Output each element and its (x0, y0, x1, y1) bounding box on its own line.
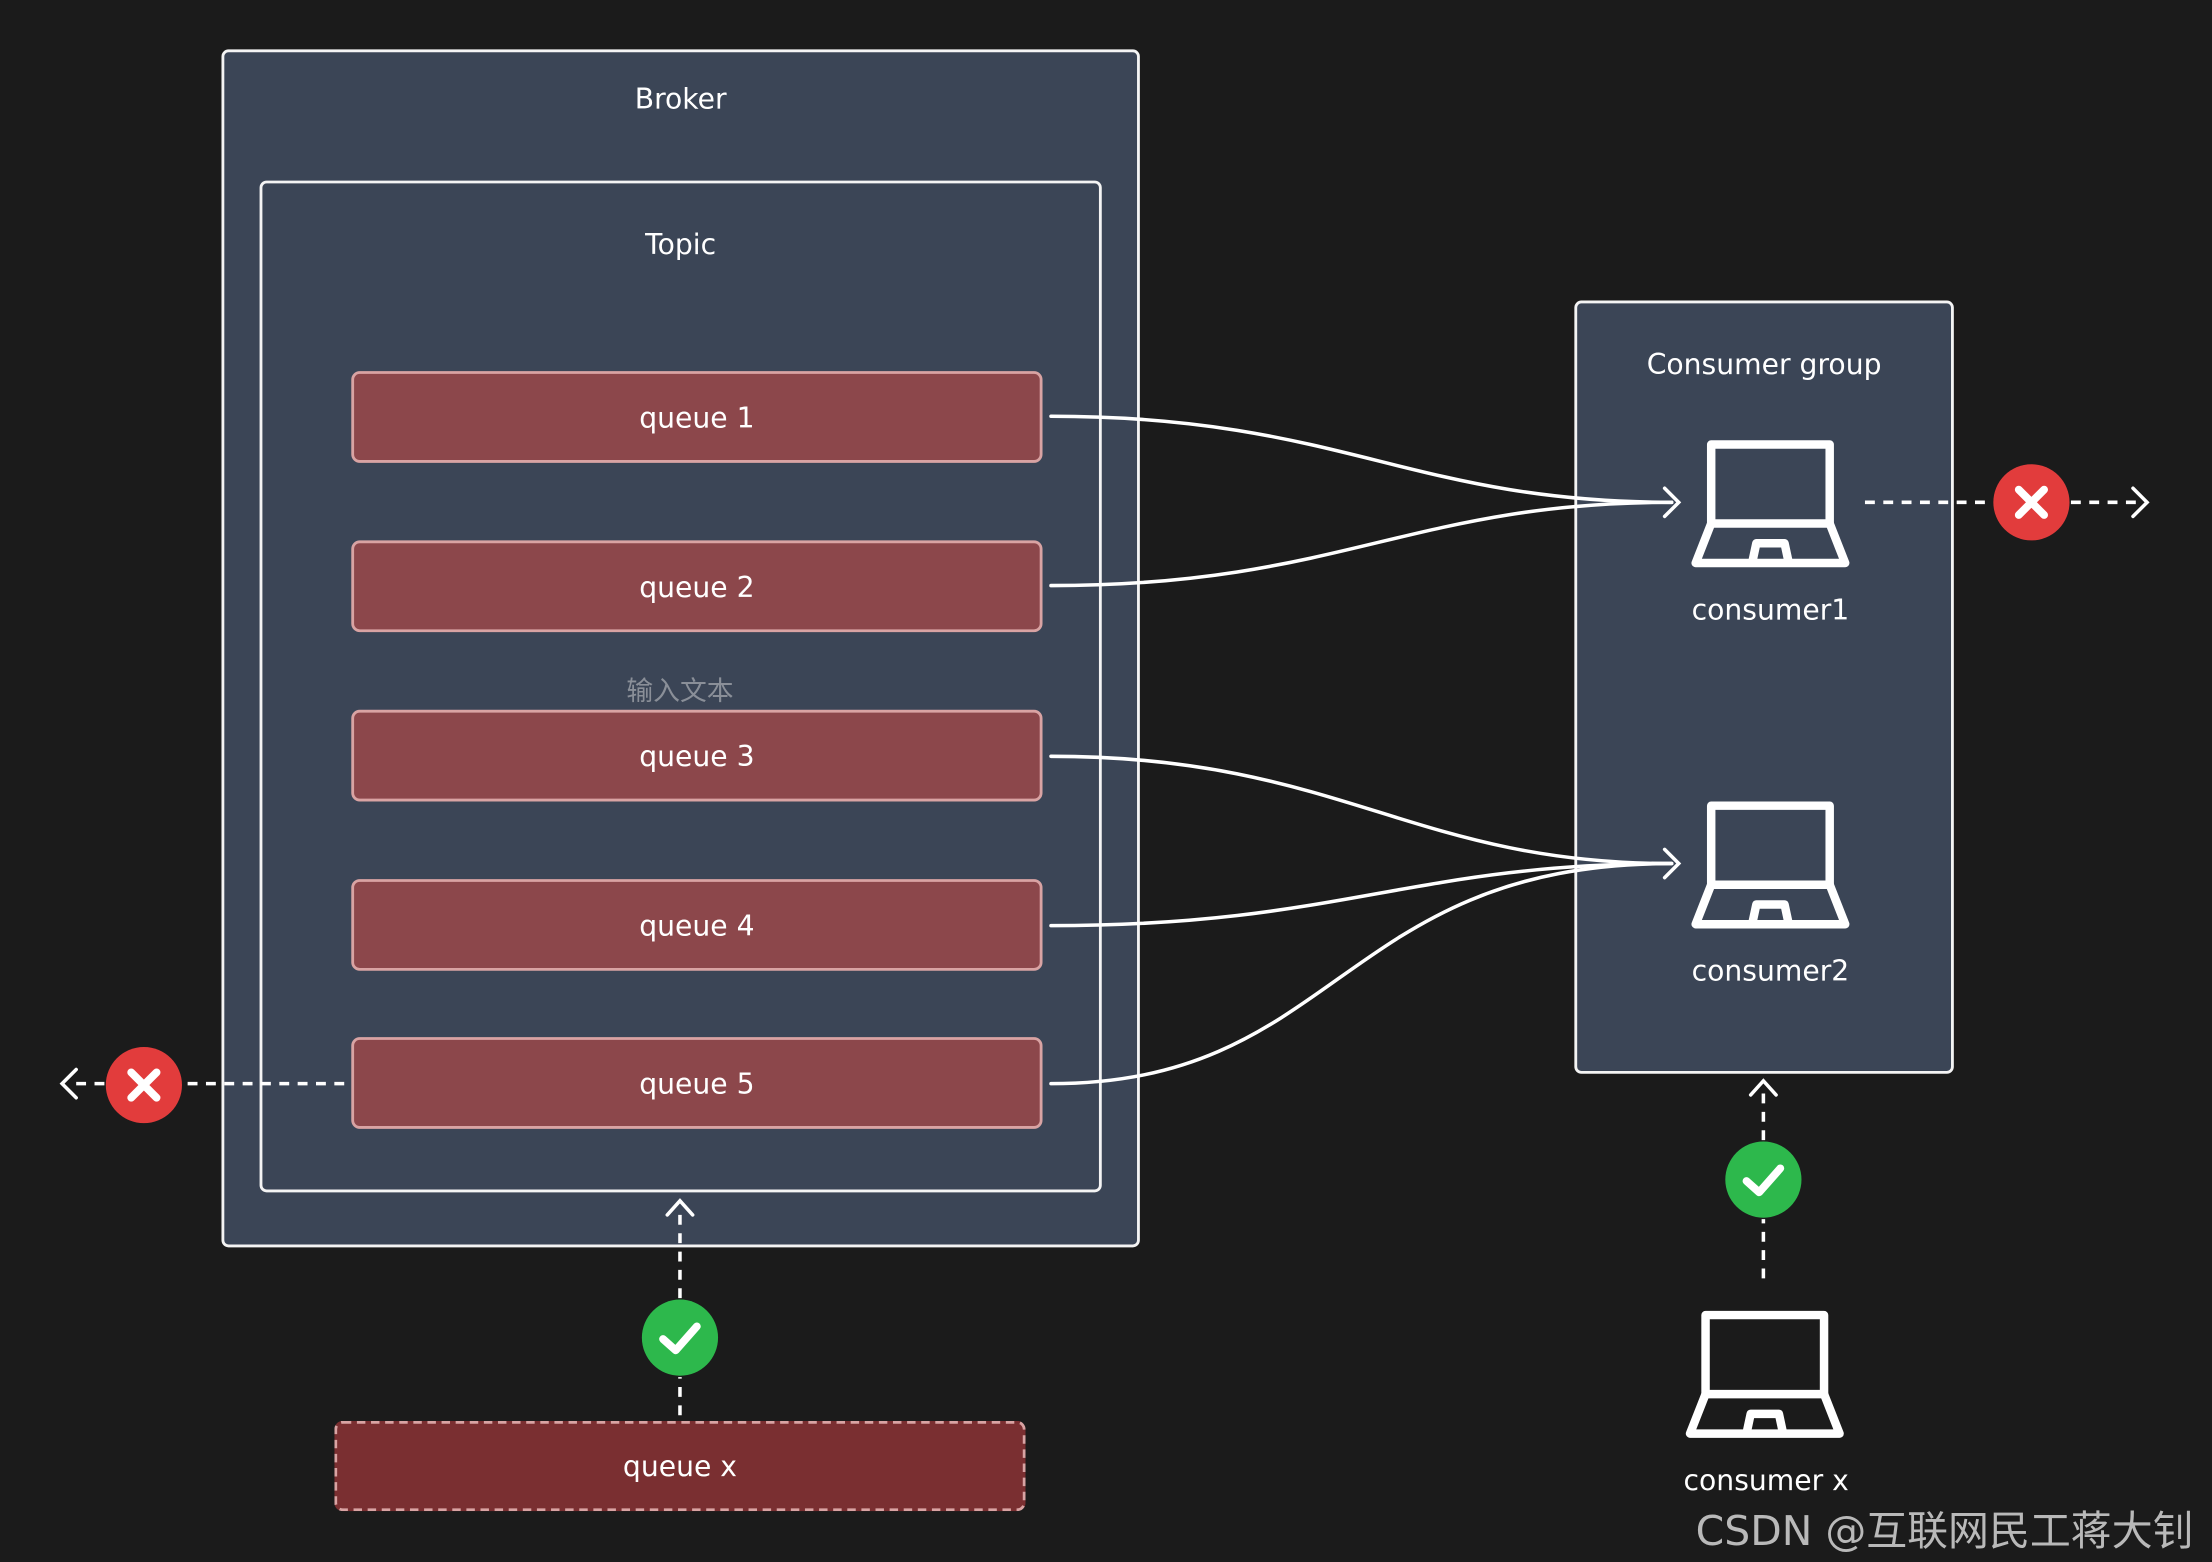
consumer-group-box: Consumer group (1574, 300, 1954, 1074)
laptop-icon (1691, 801, 1850, 929)
check-circle-icon (641, 1299, 719, 1376)
queue-4: queue 4 (351, 879, 1043, 971)
topic-box: Topic (259, 180, 1102, 1193)
x-circle-icon (1993, 464, 2070, 541)
queue-2: queue 2 (351, 540, 1043, 633)
broker-title: Broker (634, 81, 727, 116)
queue-1: queue 1 (351, 371, 1043, 463)
connector-queue3-consumer2 (1049, 754, 1674, 866)
connector-queue2-consumer1 (1049, 500, 1674, 588)
connector-queue1-consumer1 (1049, 414, 1674, 505)
connector-queue4-consumer2 (1049, 861, 1674, 928)
laptop-icon (1691, 440, 1850, 568)
consumer-x-label: consumer x (1683, 1463, 1849, 1498)
x-circle-icon (105, 1046, 182, 1124)
check-circle-icon (1725, 1141, 1802, 1218)
queue-x: queue x (334, 1420, 1026, 1512)
consumer-group-title: Consumer group (1646, 347, 1882, 381)
consumer2-label: consumer2 (1691, 953, 1850, 988)
consumer1-label: consumer1 (1691, 592, 1850, 627)
watermark: CSDN @互联网民工蒋大钊 (1695, 1506, 2194, 1555)
queue-5: queue 5 (351, 1037, 1043, 1129)
arrowhead-consumer1-out (2131, 486, 2150, 519)
connector-queue5-consumer2 (1049, 861, 1674, 1086)
arrowhead-consumer1 (1662, 486, 1682, 519)
arrowhead-consumer2 (1662, 847, 1682, 880)
text-placeholder: 输入文本 (626, 675, 734, 707)
laptop-icon (1685, 1310, 1844, 1438)
topic-title: Topic (645, 227, 717, 262)
queue-3: queue 3 (351, 709, 1043, 802)
arrowhead-queuex-up (665, 1198, 695, 1217)
arrowhead-consumerx-up (1748, 1078, 1778, 1097)
arrowhead-queue5-out (59, 1067, 78, 1100)
